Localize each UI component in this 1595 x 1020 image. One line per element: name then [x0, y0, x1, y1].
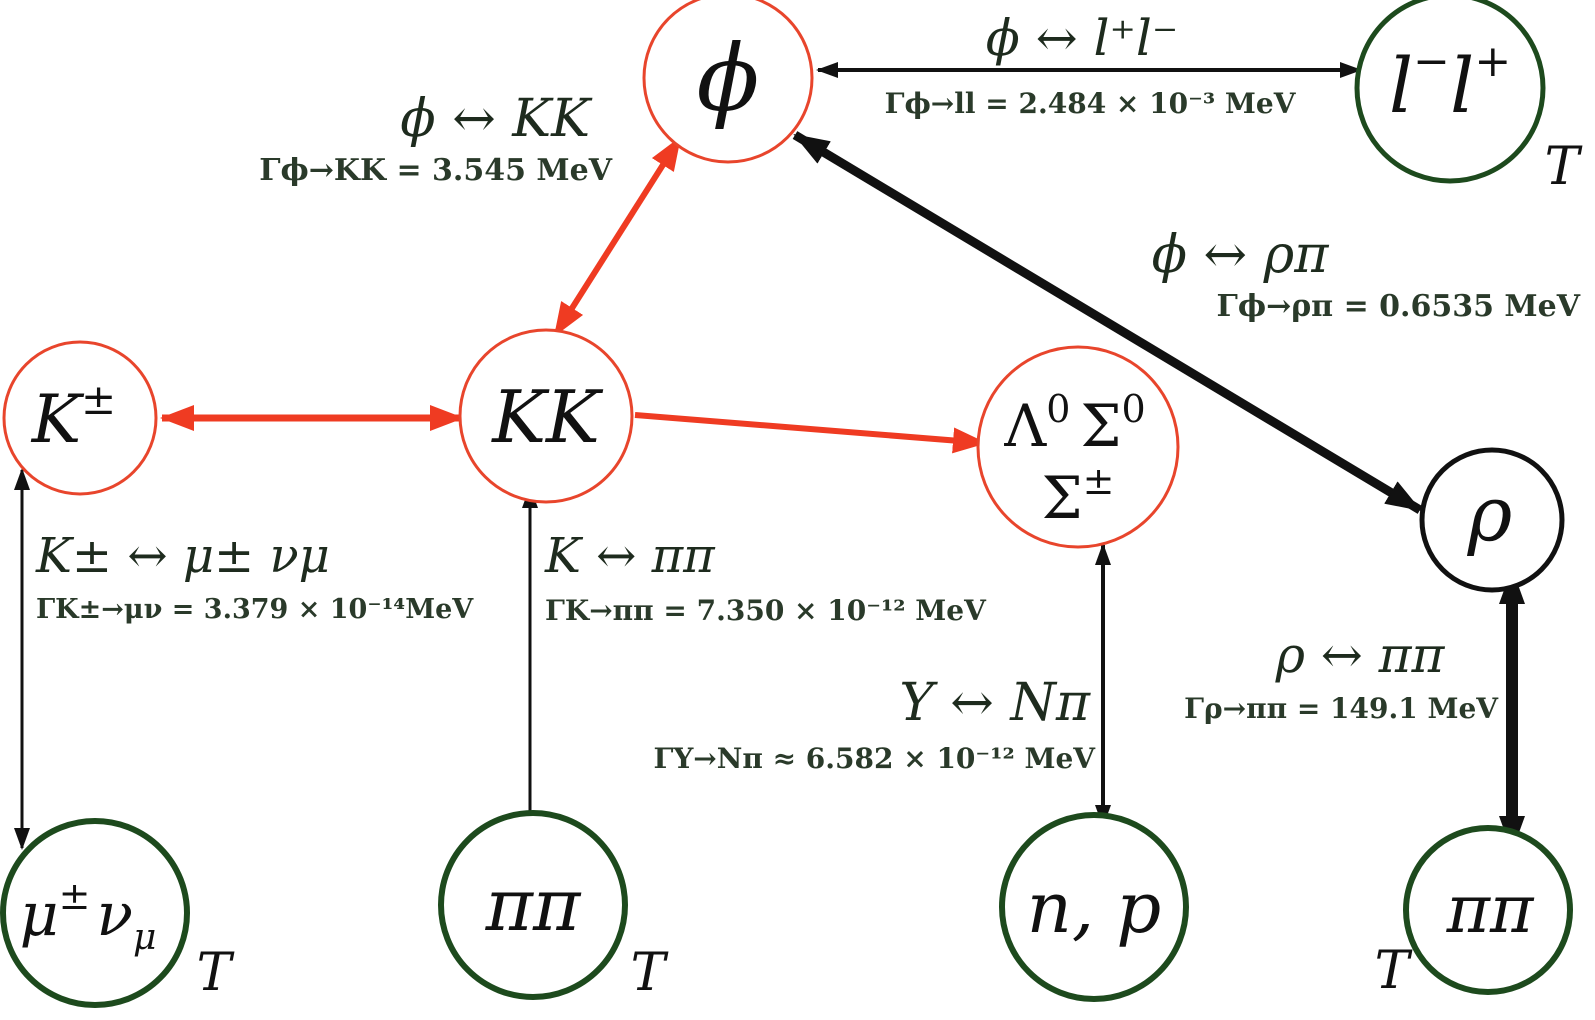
node-leptons-t-subscript: T	[1545, 137, 1583, 197]
node-kk-label: KK	[490, 375, 604, 459]
node-hyperons-line2: Σ±	[1042, 459, 1115, 532]
node-nucleons-label: n, p	[1027, 867, 1161, 949]
node-munu-t-subscript: T	[197, 943, 235, 1003]
reaction-rho-pipi: ρ ↔ ππ	[1275, 626, 1446, 684]
node-phi	[642, 0, 814, 164]
arrow-phi-rho	[792, 131, 1423, 514]
arrow-phi-kk	[552, 136, 683, 337]
width-y-npi: ΓY→Nπ ≈ 6.582 × 10⁻¹² MeV	[653, 742, 1096, 775]
node-kpm	[2, 340, 158, 496]
node-pipi-rho-t-subscript: T	[1375, 941, 1413, 1001]
reaction-phi-rhopi: ϕ ↔ ρπ	[1152, 225, 1330, 285]
node-munu	[0, 818, 190, 1008]
node-munu-label: μ±νμ	[20, 874, 157, 958]
width-k-pipi: ΓK→ππ = 7.350 × 10⁻¹² MeV	[545, 594, 987, 627]
node-pipi-k-t-subscript: T	[631, 943, 669, 1003]
node-pipi-rho-label: ππ	[1446, 871, 1535, 948]
node-kpm-label: K±	[31, 375, 117, 458]
arrow-kk-hyperon	[634, 412, 987, 454]
width-phi-kk: Γϕ→KK = 3.545 MeV	[259, 153, 613, 188]
node-rho	[1419, 447, 1565, 593]
node-rho-label: ρ	[1467, 469, 1513, 558]
width-rho-pipi: Γρ→ππ = 149.1 MeV	[1184, 692, 1499, 725]
node-pipi-k-label: ππ	[485, 863, 582, 947]
node-pipi-k	[438, 810, 628, 1000]
reaction-y-npi: Y ↔ Nπ	[899, 673, 1090, 733]
node-nucleons	[999, 812, 1189, 1002]
node-leptons-label: l−l+	[1389, 36, 1511, 130]
node-leptons	[1354, 0, 1546, 184]
node-phi-label: ϕ	[697, 25, 760, 132]
reaction-k-pipi: K ↔ ππ	[544, 528, 716, 584]
width-phi-leptons: Γϕ→ll = 2.484 × 10⁻³ MeV	[885, 87, 1297, 120]
node-pipi-rho	[1403, 825, 1573, 995]
reaction-phi-leptons: ϕ ↔ l⁺l⁻	[986, 9, 1179, 67]
node-kk	[458, 328, 634, 504]
width-phi-rhopi: Γϕ→ρπ = 0.6535 MeV	[1217, 289, 1581, 324]
width-k-munu: ΓK±→μν = 3.379 × 10⁻¹⁴MeV	[36, 594, 474, 625]
reaction-k-munu: K± ↔ μ± νμ	[35, 528, 330, 584]
node-hyperons	[976, 345, 1180, 549]
reaction-phi-kk: ϕ ↔ KK	[400, 89, 593, 149]
